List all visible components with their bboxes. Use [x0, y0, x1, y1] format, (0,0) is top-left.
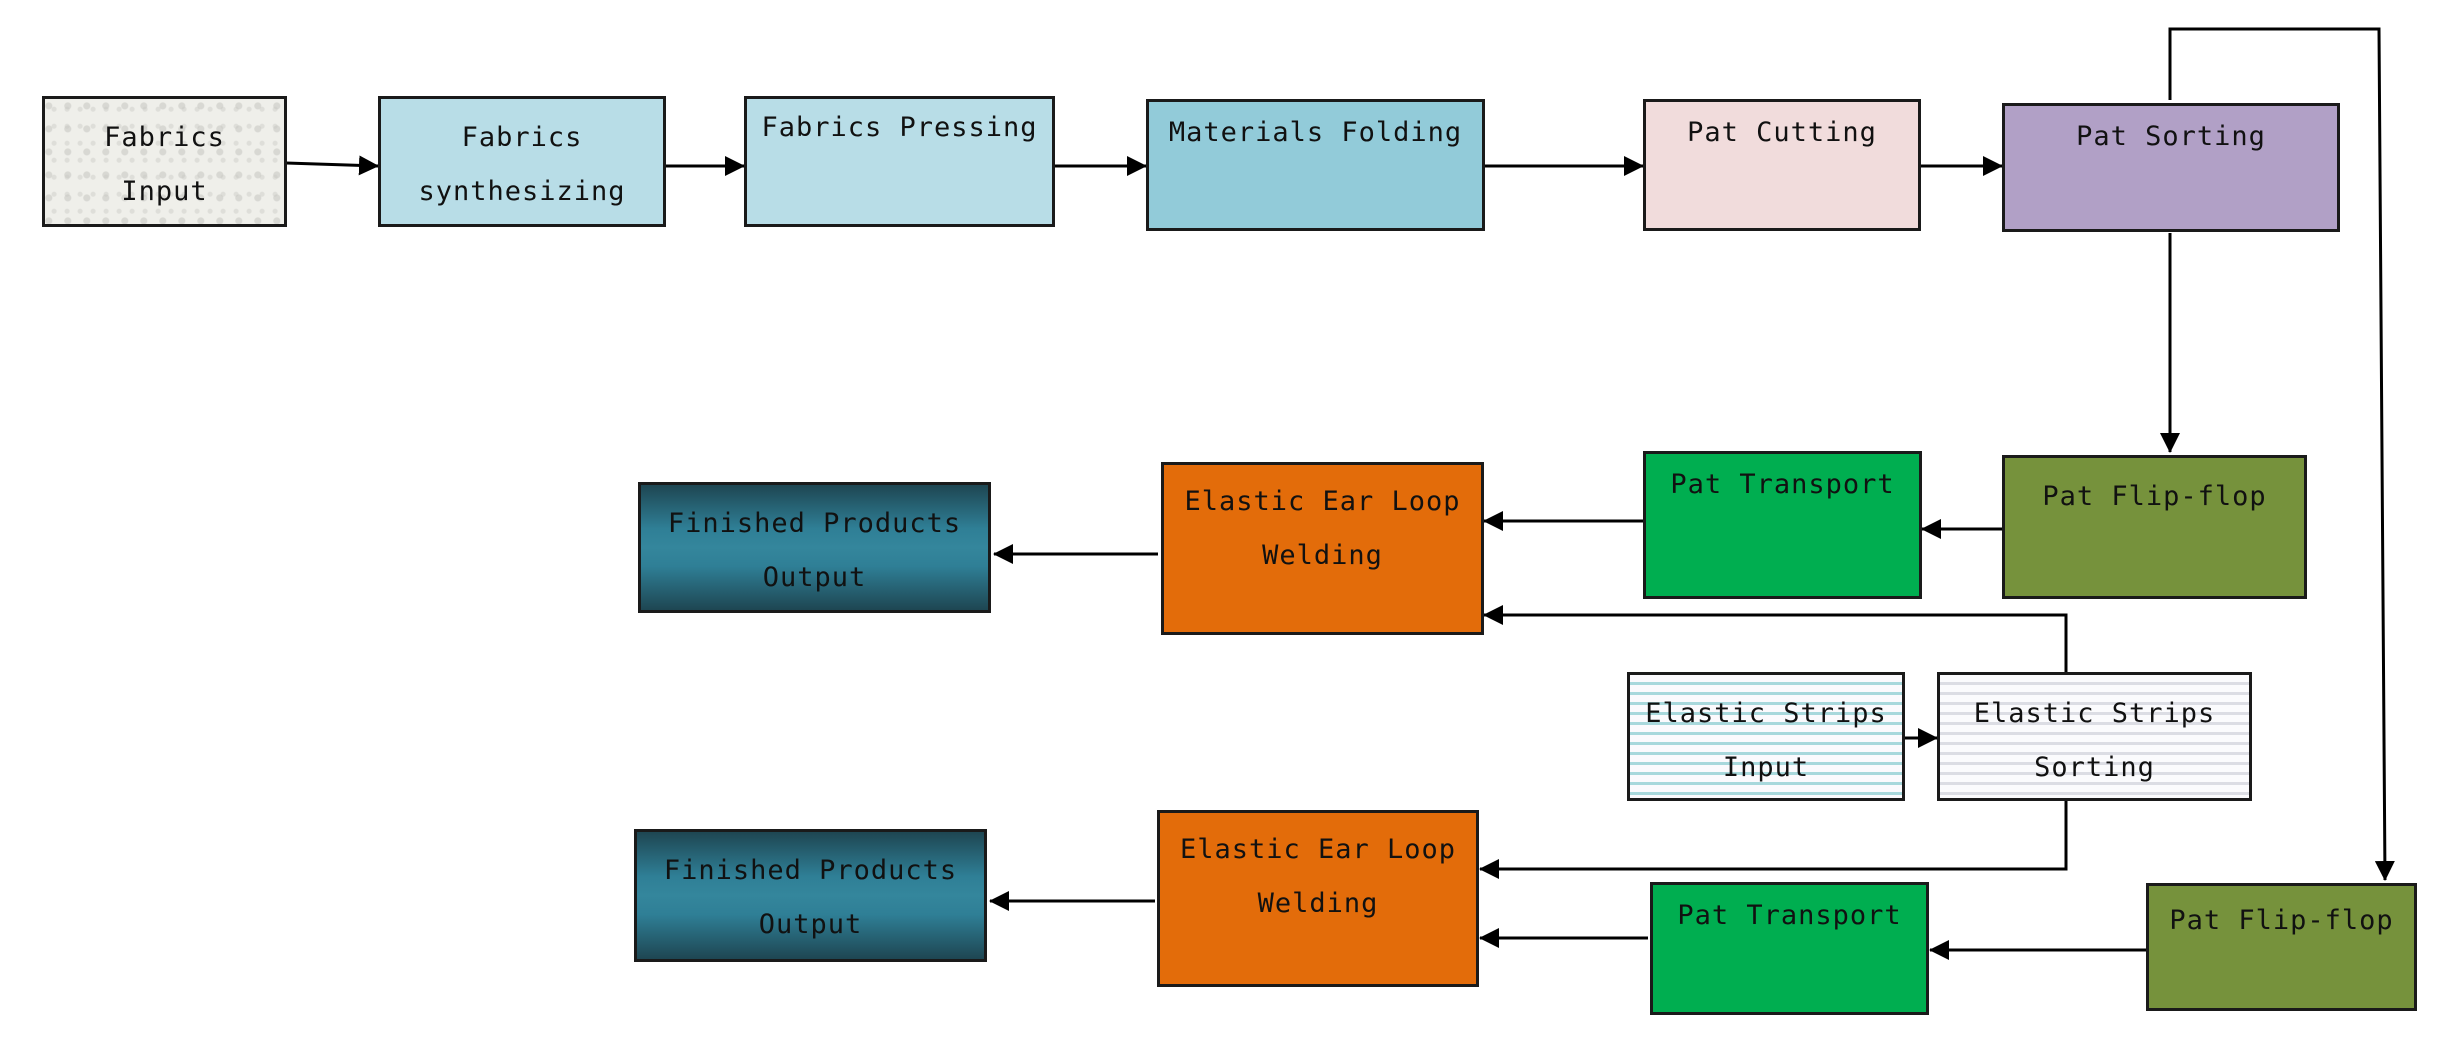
node-fabrics-pressing: Fabrics Pressing — [744, 96, 1055, 227]
node-finished-products-1: Finished Products Output — [638, 482, 991, 613]
node-label: Welding — [1262, 540, 1383, 571]
node-label: Pat Flip-flop — [2169, 905, 2394, 936]
node-label: Output — [762, 562, 867, 593]
node-label: Fabrics — [461, 122, 583, 153]
node-label: Elastic Ear Loop — [1184, 486, 1461, 517]
node-elastic-strips-sorting: Elastic Strips Sorting — [1937, 672, 2252, 801]
node-label: Materials Folding — [1168, 117, 1463, 148]
node-label: Sorting — [2034, 752, 2155, 783]
node-label: Input — [1722, 752, 1810, 783]
node-elastic-strips-input: Elastic Strips Input — [1627, 672, 1905, 801]
node-label: Pat Transport — [1677, 900, 1902, 931]
edge-strips-sorting-to-welding-1 — [1483, 605, 2068, 673]
node-label: Pat Sorting — [2076, 121, 2266, 152]
node-label: Pat Flip-flop — [2042, 481, 2267, 512]
node-materials-folding: Materials Folding — [1146, 99, 1485, 231]
node-label: Fabrics — [104, 122, 225, 153]
node-label: Elastic Strips — [1973, 698, 2216, 729]
node-finished-products-2: Finished Products Output — [634, 829, 987, 962]
node-label: Finished Products — [663, 855, 958, 886]
edge-fabrics-input-to-synthesizing — [285, 155, 379, 176]
node-label: Pat Transport — [1670, 469, 1895, 500]
node-pat-transport-1: Pat Transport — [1643, 451, 1922, 599]
node-pat-transport-2: Pat Transport — [1650, 882, 1929, 1015]
node-pat-flip-flop-2: Pat Flip-flop — [2146, 883, 2417, 1011]
node-label: Pat Cutting — [1687, 117, 1877, 148]
edge-sorting-loop-to-flipflop-2 — [2168, 27, 2395, 881]
node-ear-loop-welding-2: Elastic Ear Loop Welding — [1157, 810, 1479, 987]
node-label: Welding — [1257, 888, 1379, 919]
node-fabrics-input: Fabrics Input — [42, 96, 287, 227]
node-label: Fabrics Pressing — [761, 112, 1038, 143]
node-label: Elastic Strips — [1645, 698, 1887, 729]
node-label: synthesizing — [418, 176, 626, 207]
node-fabrics-synthesizing: Fabrics synthesizing — [378, 96, 666, 227]
node-label: Input — [121, 176, 208, 207]
node-ear-loop-welding-1: Elastic Ear Loop Welding — [1161, 462, 1484, 635]
node-pat-cutting: Pat Cutting — [1643, 99, 1921, 231]
node-pat-flip-flop-1: Pat Flip-flop — [2002, 455, 2307, 599]
node-label: Output — [758, 909, 863, 940]
node-label: Finished Products — [667, 508, 962, 539]
node-label: Elastic Ear Loop — [1179, 834, 1457, 865]
node-pat-sorting: Pat Sorting — [2002, 103, 2340, 232]
edge-strips-sorting-to-welding-2 — [1479, 800, 2068, 879]
